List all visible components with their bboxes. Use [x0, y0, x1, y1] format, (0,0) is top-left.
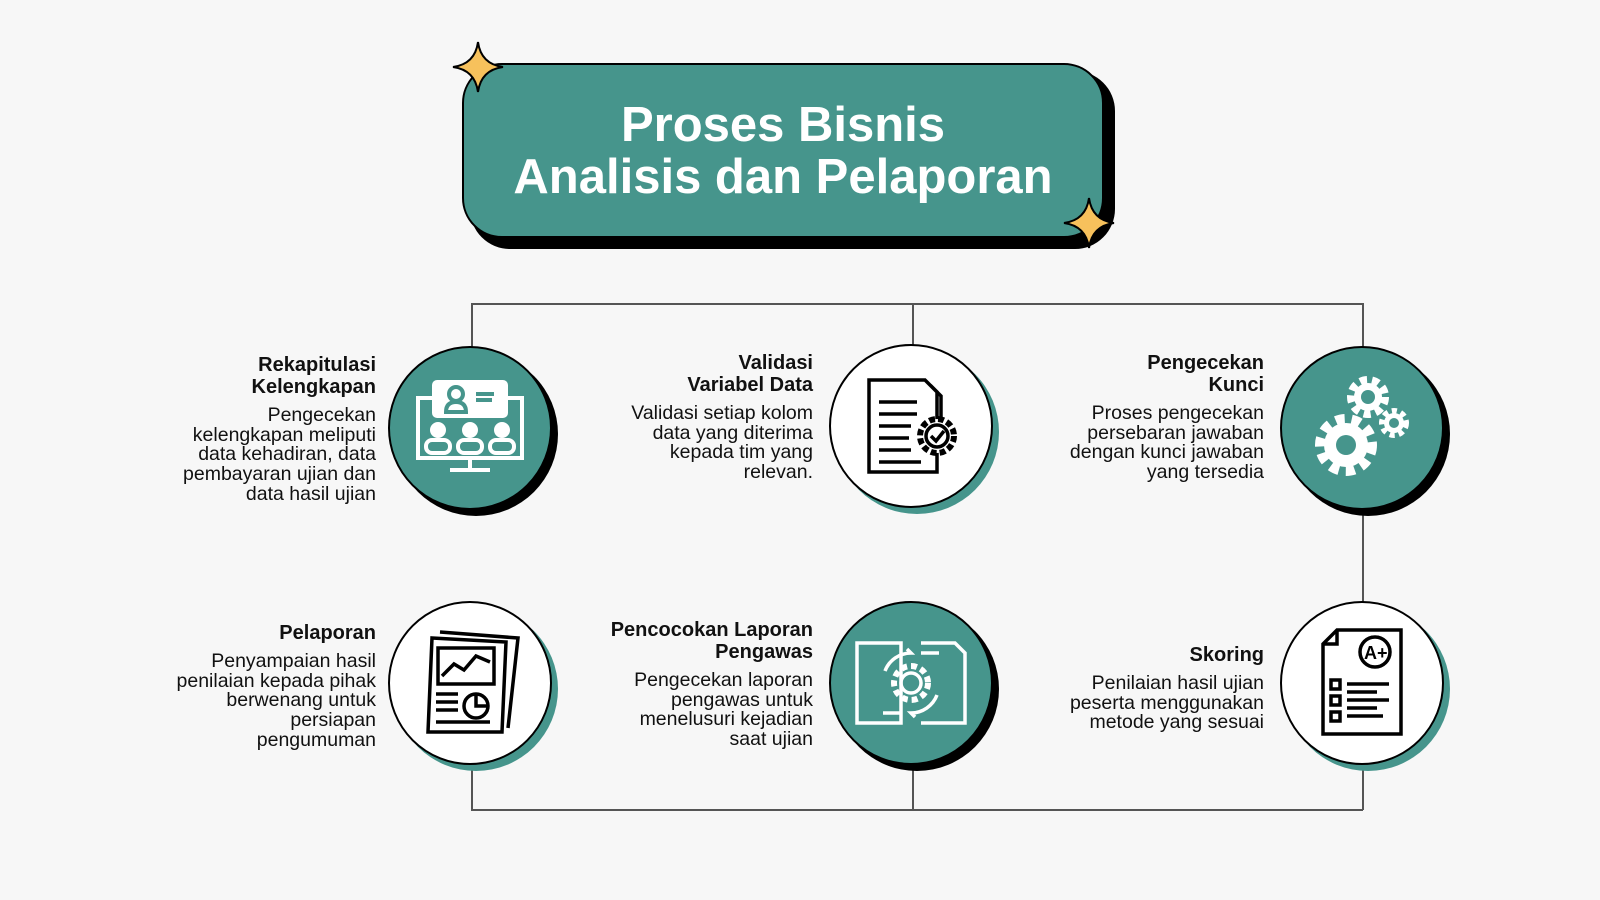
connector	[1362, 512, 1364, 604]
step-description: Validasi setiap kolom data yang diterima…	[631, 402, 813, 484]
title-line-1: Proses Bisnis	[620, 97, 946, 152]
step-skoring: Skoring Penilaian hasil ujian peserta me…	[1070, 644, 1264, 733]
connector	[1362, 303, 1364, 348]
connector	[912, 303, 914, 346]
step-rekapitulasi: Rekapitulasi Kelengkapan Pengecekan kele…	[183, 354, 376, 505]
step-title: Pencocokan Laporan Pengawas	[610, 619, 813, 663]
document-sync-icon	[855, 641, 967, 725]
connector	[471, 765, 473, 810]
title-line-2: Analisis dan Pelaporan	[513, 149, 1053, 204]
step-circle	[829, 601, 999, 771]
step-title: Pelaporan	[279, 622, 376, 644]
step-circle	[1280, 346, 1450, 516]
sparkle-icon	[1063, 197, 1115, 249]
title-banner: Proses Bisnis Analisis dan Pelaporan	[462, 63, 1104, 238]
graded-test-icon: A+	[1321, 628, 1403, 736]
connector-top	[471, 303, 1363, 305]
step-validasi: Validasi Variabel Data Validasi setiap k…	[631, 352, 813, 483]
step-description: Pengecekan laporan pengawas untuk menelu…	[634, 669, 813, 751]
step-title: Validasi Variabel Data	[687, 352, 813, 396]
connector-bottom	[471, 809, 1363, 811]
svg-text:A+: A+	[1364, 643, 1388, 663]
step-title: Skoring	[1189, 644, 1264, 666]
step-circle: A+	[1280, 601, 1450, 771]
step-title: Pengecekan Kunci	[1147, 352, 1264, 396]
step-description: Pengecekan kelengkapan meliputi data keh…	[183, 404, 376, 505]
step-pencocokan: Pencocokan Laporan Pengawas Pengecekan l…	[611, 619, 813, 750]
step-description: Penyampaian hasil penilaian kepada pihak…	[176, 650, 377, 751]
step-title: Rekapitulasi Kelengkapan	[251, 354, 376, 398]
step-description: Proses pengecekan persebaran jawaban den…	[1069, 402, 1264, 484]
document-gear-check-icon	[867, 378, 957, 474]
sparkle-icon	[452, 41, 504, 93]
report-chart-icon	[426, 630, 520, 734]
connector	[912, 765, 914, 810]
step-description: Penilaian hasil ujian peserta menggunaka…	[1069, 672, 1264, 734]
step-circle	[829, 344, 999, 514]
gears-icon	[1315, 376, 1409, 476]
connector	[471, 303, 473, 348]
step-pelaporan: Pelaporan Penyampaian hasil penilaian ke…	[177, 622, 377, 751]
connector	[1362, 765, 1364, 810]
step-circle	[388, 601, 558, 771]
step-circle	[388, 346, 558, 516]
online-meeting-icon	[416, 380, 524, 472]
step-pengecekan-kunci: Pengecekan Kunci Proses pengecekan perse…	[1070, 352, 1264, 483]
